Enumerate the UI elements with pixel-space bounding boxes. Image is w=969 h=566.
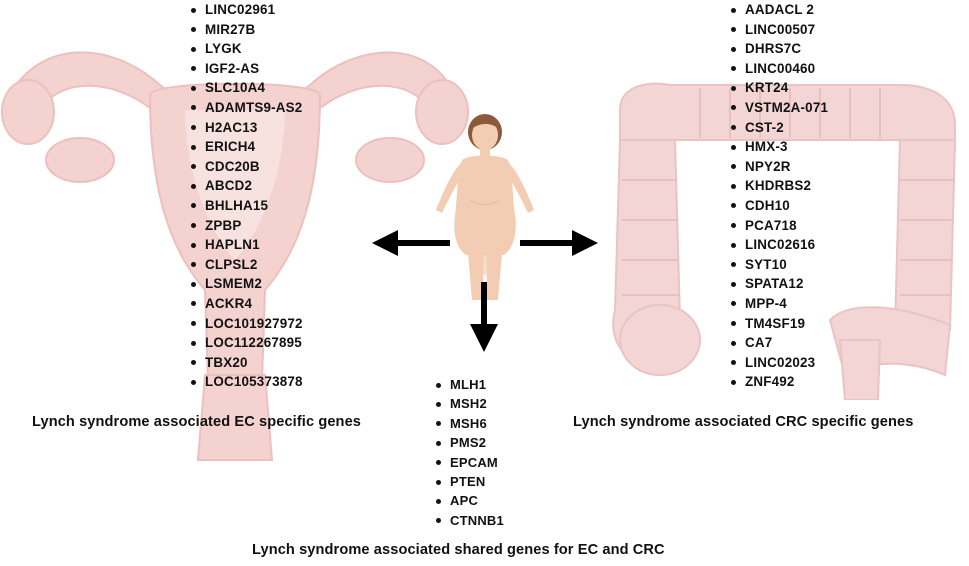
list-item: KRT24 (731, 78, 828, 98)
list-item: BHLHA15 (191, 196, 303, 216)
shared-caption: Lynch syndrome associated shared genes f… (252, 542, 665, 558)
list-item: MSH2 (436, 394, 504, 413)
list-item: LSMEM2 (191, 274, 303, 294)
list-item: LINC00460 (731, 59, 828, 79)
list-item: AADACL 2 (731, 0, 828, 20)
colon-illustration (612, 82, 957, 400)
list-item: H2AC13 (191, 118, 303, 138)
woman-figure-illustration (436, 114, 534, 300)
arrow-down-icon (470, 282, 498, 352)
list-item: LYGK (191, 39, 303, 59)
list-item: CTNNB1 (436, 511, 504, 530)
list-item: MSH6 (436, 414, 504, 433)
list-item: MIR27B (191, 20, 303, 40)
list-item: IGF2-AS (191, 59, 303, 79)
list-item: HMX-3 (731, 137, 828, 157)
list-item: LINC00507 (731, 20, 828, 40)
list-item: SYT10 (731, 255, 828, 275)
list-item: LINC02023 (731, 353, 828, 373)
list-item: PTEN (436, 472, 504, 491)
list-item: LOC101927972 (191, 314, 303, 334)
list-item: ZPBP (191, 216, 303, 236)
list-item: CDC20B (191, 157, 303, 177)
list-item: DHRS7C (731, 39, 828, 59)
list-item: ERICH4 (191, 137, 303, 157)
crc-caption: Lynch syndrome associated CRC specific g… (573, 414, 914, 430)
list-item: LINC02961 (191, 0, 303, 20)
uterus-illustration (1, 51, 469, 461)
list-item: ACKR4 (191, 294, 303, 314)
list-item: HAPLN1 (191, 235, 303, 255)
list-item: ZNF492 (731, 372, 828, 392)
list-item: KHDRBS2 (731, 176, 828, 196)
list-item: TBX20 (191, 353, 303, 373)
list-item: NPY2R (731, 157, 828, 177)
list-item: LOC105373878 (191, 372, 303, 392)
list-item: PMS2 (436, 433, 504, 452)
crc-gene-list: AADACL 2 LINC00507 DHRS7C LINC00460 KRT2… (731, 0, 828, 392)
list-item: CLPSL2 (191, 255, 303, 275)
list-item: TM4SF19 (731, 314, 828, 334)
ec-gene-list: LINC02961 MIR27B LYGK IGF2-AS SLC10A4 AD… (191, 0, 303, 392)
list-item: PCA718 (731, 216, 828, 236)
list-item: LINC02616 (731, 235, 828, 255)
list-item: CA7 (731, 333, 828, 353)
list-item: MLH1 (436, 375, 504, 394)
ec-caption: Lynch syndrome associated EC specific ge… (32, 414, 361, 430)
list-item: SLC10A4 (191, 78, 303, 98)
list-item: EPCAM (436, 453, 504, 472)
list-item: CDH10 (731, 196, 828, 216)
list-item: MPP-4 (731, 294, 828, 314)
list-item: ABCD2 (191, 176, 303, 196)
arrow-left-icon (372, 230, 450, 256)
list-item: SPATA12 (731, 274, 828, 294)
arrow-right-icon (520, 230, 598, 256)
list-item: LOC112267895 (191, 333, 303, 353)
shared-gene-list: MLH1 MSH2 MSH6 PMS2 EPCAM PTEN APC CTNNB… (436, 375, 504, 530)
list-item: CST-2 (731, 118, 828, 138)
list-item: ADAMTS9-AS2 (191, 98, 303, 118)
list-item: APC (436, 491, 504, 510)
list-item: VSTM2A-071 (731, 98, 828, 118)
